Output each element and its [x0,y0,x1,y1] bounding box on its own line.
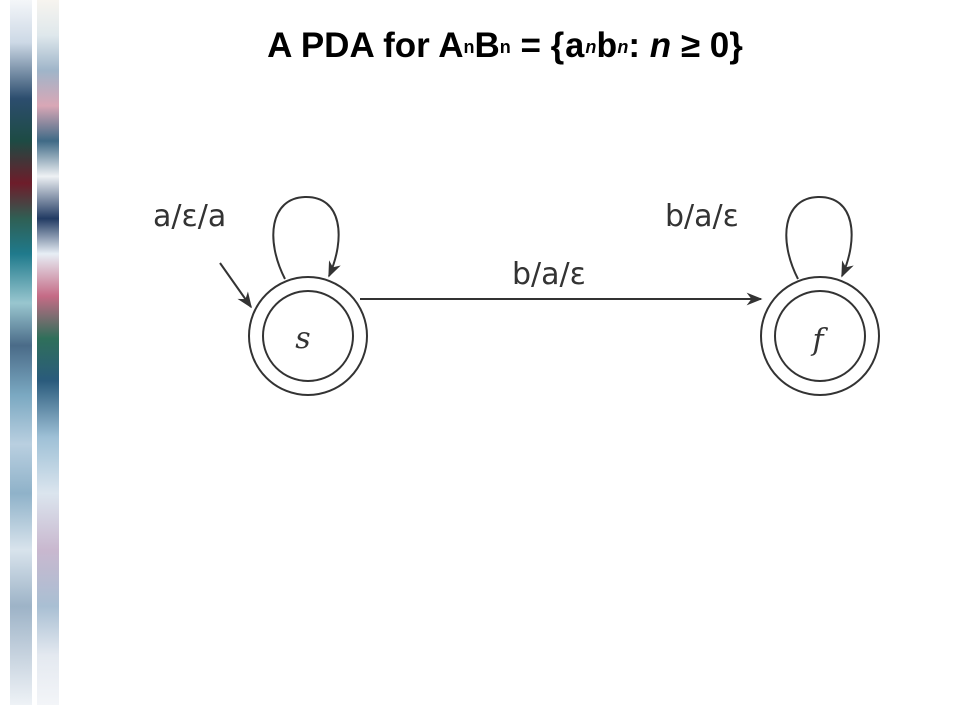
state-f: f [760,276,880,396]
transition-s-self-loop [272,195,341,280]
title-sup-4: n [617,37,629,57]
transition-f-self-loop [785,195,854,280]
state-s-label: s [295,321,310,356]
title-b: b [596,28,618,68]
title-mid: B [474,26,500,65]
title-a: a [564,28,586,68]
title-sup-2: n [499,37,511,57]
decorative-stripe-left [10,0,32,705]
stripe-divider [32,0,37,705]
title-eq: = { [510,26,565,65]
title-sup-3: n [585,37,597,57]
state-s-outer-ring [248,276,368,396]
state-s: s [248,276,368,396]
transition-s-to-f-label: b/a/ε [512,257,586,292]
title-n: n [649,26,672,65]
transition-f-self-label: b/a/ε [665,199,739,234]
decorative-stripe-right [37,0,59,705]
title-colon: : [628,26,650,65]
transition-s-self-label: a/ε/a [153,199,226,234]
title-prefix: A PDA for A [267,26,464,65]
state-f-label: f [810,323,828,358]
start-arrow [219,262,252,309]
state-s-inner-ring [262,290,354,382]
title-condition: ≥ 0} [671,26,743,65]
title-sup-1: n [463,37,475,57]
state-f-inner-ring [774,290,866,382]
state-f-outer-ring [760,276,880,396]
page-title: A PDA for AnBn = {anbn: n ≥ 0} [0,26,960,68]
